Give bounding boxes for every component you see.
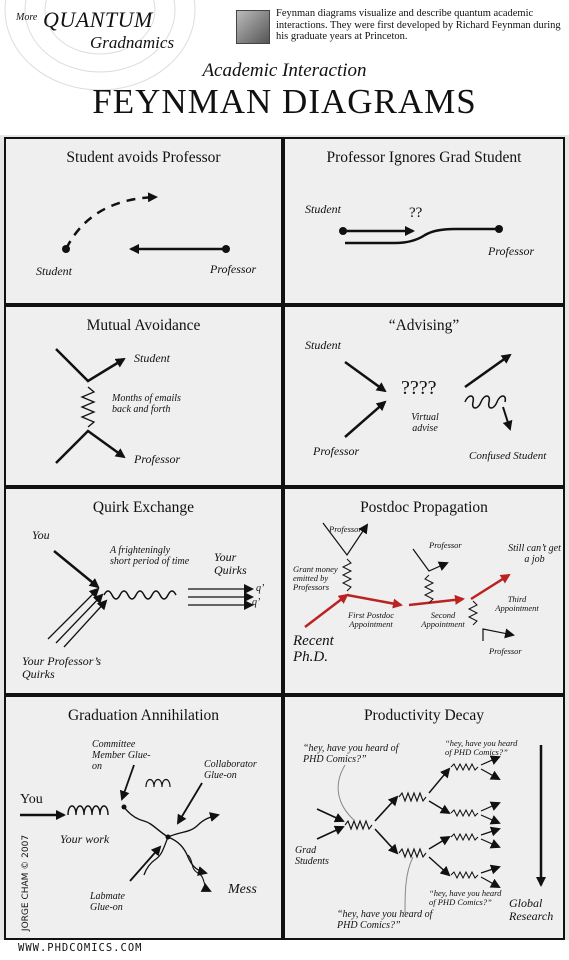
label-committee: Committee Member Glue-on bbox=[92, 739, 151, 772]
label-professor-3: Professor bbox=[489, 646, 522, 656]
label-student: Student bbox=[305, 338, 341, 352]
panel-title: Graduation Annihilation bbox=[67, 707, 220, 724]
label-quote-3: “hey, have you heard of PHD Comics?” bbox=[429, 888, 502, 907]
diagram-professor-ignores bbox=[339, 225, 503, 245]
label-professor: Professor bbox=[210, 262, 257, 276]
panel-title: Postdoc Propagation bbox=[360, 499, 488, 516]
panel-title: Productivity Decay bbox=[363, 707, 485, 724]
label-confusion: ?? bbox=[409, 205, 423, 221]
panel-advising: “Advising” Student Professor ???? Virtua… bbox=[283, 305, 565, 487]
panel-title: “Advising” bbox=[388, 317, 460, 334]
panel-title: Professor Ignores Grad Student bbox=[326, 149, 522, 166]
label-collaborator: Collaborator Glue-on bbox=[204, 759, 257, 781]
panel-professor-ignores-grad-student: Professor Ignores Grad Student Student ?… bbox=[283, 137, 565, 305]
panel-mutual-avoidance: Mutual Avoidance Student Months of email… bbox=[4, 305, 283, 487]
label-labmate: Labmate Glue-on bbox=[90, 891, 125, 913]
label-student: Student bbox=[305, 202, 341, 216]
diagram-quirk-exchange bbox=[47, 550, 254, 648]
label-your-quirks: Your Quirks bbox=[214, 550, 247, 577]
label-professor-1: Professor bbox=[329, 524, 362, 534]
diagram-postdoc-propagation bbox=[304, 522, 515, 641]
label-professor-2: Professor bbox=[429, 540, 462, 550]
panel-title: Mutual Avoidance bbox=[86, 317, 201, 334]
panel-graduation-annihilation: Graduation Annihilation Committee Member… bbox=[4, 695, 283, 940]
page-subtitle: Academic Interaction bbox=[202, 60, 367, 81]
label-recent-phd: Recent Ph.D. bbox=[293, 633, 334, 665]
header-swirl-decoration bbox=[4, 0, 196, 91]
label-third-appointment: Third Appointment bbox=[495, 594, 539, 613]
label-professor: Professor bbox=[488, 244, 535, 258]
label-global-research: Global Research bbox=[509, 896, 554, 923]
footer-url[interactable]: WWW.PHDCOMICS.COM bbox=[18, 942, 143, 954]
header-gradnamics: Gradnamics bbox=[90, 33, 175, 52]
label-q-prime-2: q’ bbox=[252, 597, 261, 608]
panel-quirk-exchange: Quirk Exchange You A frighteningly short… bbox=[4, 487, 283, 695]
label-quote-2: “hey, have you heard of PHD Comics?” bbox=[445, 738, 518, 757]
label-confused-student: Confused Student bbox=[469, 450, 547, 462]
panel-title: Student avoids Professor bbox=[66, 149, 221, 166]
label-q-prime-1: q’ bbox=[256, 583, 265, 594]
diagram-advising bbox=[344, 353, 513, 438]
header-blurb: Feynman diagrams visualize and describe … bbox=[276, 8, 561, 42]
diagram-graduation-annihilation bbox=[20, 764, 220, 892]
label-professor: Professor bbox=[134, 452, 181, 466]
label-student: Student bbox=[134, 351, 170, 365]
label-mess: Mess bbox=[228, 882, 257, 897]
label-emails: Months of emails back and forth bbox=[112, 393, 181, 415]
label-first-postdoc: First Postdoc Appointment bbox=[347, 610, 395, 629]
diagram-mutual-avoidance bbox=[55, 348, 126, 464]
label-still-cant: Still can’t get a job bbox=[508, 543, 561, 565]
label-you: You bbox=[20, 792, 43, 807]
label-quote-4: “hey, have you heard of PHD Comics?” bbox=[337, 909, 433, 931]
label-short-period: A frighteningly short period of time bbox=[110, 545, 190, 567]
label-grant-money: Grant money emitted by Professors bbox=[293, 564, 338, 592]
author-credit: JORGE CHAM © 2007 bbox=[21, 834, 32, 932]
label-second-appointment: Second Appointment bbox=[421, 610, 465, 629]
label-you: You bbox=[32, 528, 50, 542]
diagram-student-avoids-professor bbox=[62, 192, 230, 254]
label-question-marks: ???? bbox=[401, 377, 437, 399]
panel-title: Quirk Exchange bbox=[92, 499, 195, 516]
label-quote-1: “hey, have you heard of PHD Comics?” bbox=[303, 743, 399, 765]
panel-productivity-decay: Productivity Decay “hey, have you heard … bbox=[283, 695, 565, 940]
comic-header: More QUANTUM Gradnamics Feynman diagrams… bbox=[0, 0, 569, 135]
label-virtual-advise: Virtual advise bbox=[411, 412, 439, 434]
panel-postdoc-propagation: Postdoc Propagation Professor Professor … bbox=[283, 487, 565, 695]
label-your-work: Your work bbox=[60, 832, 110, 846]
label-student: Student bbox=[36, 264, 72, 278]
panel-student-avoids-professor: Student avoids Professor Student Profess… bbox=[4, 137, 283, 305]
label-professors-quirks: Your Professor’s Quirks bbox=[22, 654, 102, 681]
diagram-productivity-decay bbox=[316, 745, 546, 914]
page-title: FEYNMAN DIAGRAMS bbox=[92, 82, 477, 121]
header-quantum: QUANTUM bbox=[43, 7, 153, 32]
feynman-portrait bbox=[236, 10, 270, 44]
header-more: More bbox=[16, 12, 38, 23]
label-grad-students: Grad Students bbox=[295, 845, 329, 867]
label-professor: Professor bbox=[313, 444, 360, 458]
